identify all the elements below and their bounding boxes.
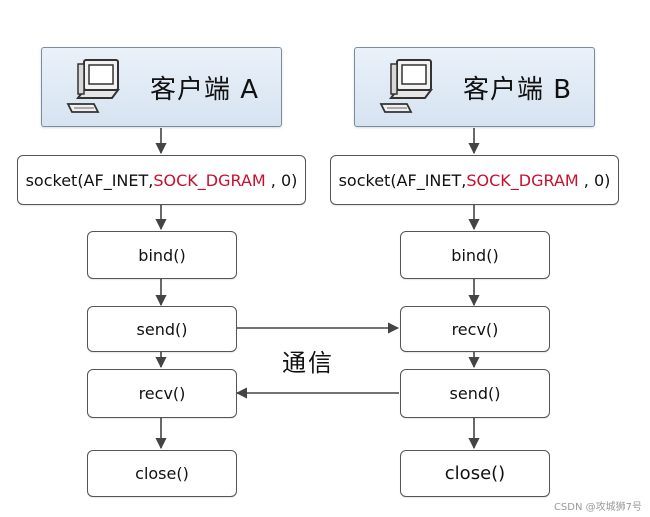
client-a-header: 客户端 A: [41, 47, 282, 127]
client-b-send-step: send(): [400, 369, 550, 418]
client-b-close-step: close(): [400, 450, 550, 497]
socket-type-highlight: SOCK_DGRAM: [153, 170, 266, 190]
client-a-bind-step: bind(): [87, 231, 237, 279]
socket-suffix: , 0): [265, 170, 298, 190]
computer-icon: [66, 59, 120, 113]
client-a-close-step: close(): [87, 450, 237, 497]
socket-prefix: socket(AF_INET,: [338, 170, 467, 190]
client-b-bind-step: bind(): [400, 231, 550, 279]
client-a-socket-step: socket(AF_INET,SOCK_DGRAM , 0): [17, 155, 306, 205]
socket-prefix: socket(AF_INET,: [25, 170, 154, 190]
client-b-recv-step: recv(): [400, 306, 550, 352]
communication-label: 通信: [282, 349, 334, 377]
client-a-send-step: send(): [87, 306, 237, 352]
socket-suffix: , 0): [578, 170, 611, 190]
client-a-title: 客户端 A: [150, 74, 260, 105]
socket-type-highlight: SOCK_DGRAM: [466, 170, 579, 190]
computer-icon: [379, 59, 433, 113]
client-b-socket-step: socket(AF_INET,SOCK_DGRAM , 0): [330, 155, 619, 205]
client-b-title: 客户端 B: [463, 74, 573, 105]
watermark: CSDN @攻城狮7号: [553, 502, 642, 513]
client-b-header: 客户端 B: [354, 47, 595, 127]
client-a-recv-step: recv(): [87, 369, 237, 418]
